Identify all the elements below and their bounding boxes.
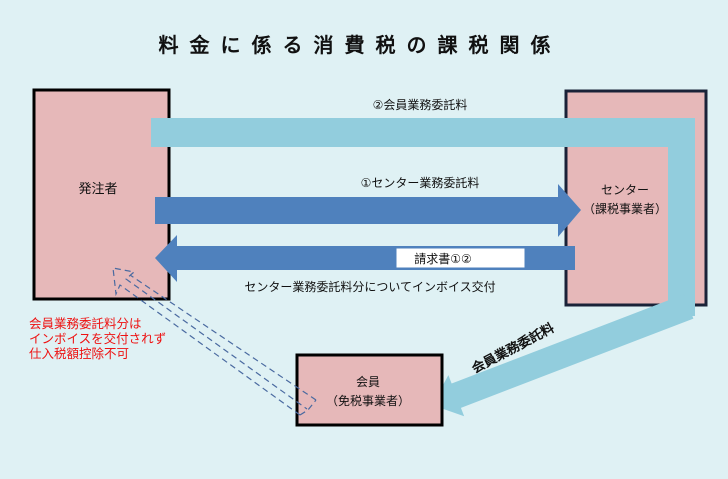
center-fee-arrow (155, 184, 581, 237)
note-line-1: 会員業務委託料分は (29, 316, 142, 331)
diagram-title: 料金に係る消費税の課税関係 (159, 33, 562, 57)
no-invoice-dashed-arrow (112, 267, 317, 416)
invoice-note: センター業務委託料分についてインボイス交付 (244, 279, 495, 294)
member-label: 会員 (356, 375, 380, 389)
center-sublabel: （課税事業者） (583, 201, 667, 216)
member-fee-top-label: ②会員業務委託料 (373, 97, 468, 112)
center-fee-label: ①センター業務委託料 (361, 175, 480, 190)
client-label: 発注者 (78, 182, 117, 197)
invoice-arrow (155, 235, 575, 282)
invoice-box (395, 247, 526, 269)
invoice-box-label: 請求書①② (414, 252, 472, 266)
member-fee-route-arrow (151, 118, 695, 417)
member-sublabel: （免税事業者） (326, 393, 410, 408)
member-box (295, 353, 444, 427)
client-box (32, 88, 171, 301)
note-line-3: 仕入税額控除不可 (29, 346, 129, 361)
center-label: センター (601, 183, 649, 197)
note-line-2: インボイスを交付されず (29, 331, 166, 346)
